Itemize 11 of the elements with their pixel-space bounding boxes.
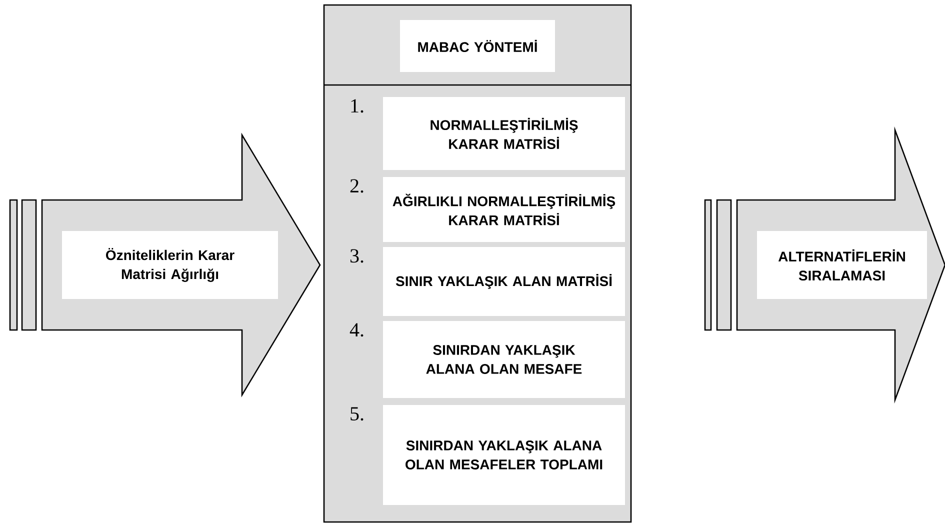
step-box: SINIRDAN YAKLAŞIK ALANA OLAN MESAFE <box>383 321 625 398</box>
step-box: AĞIRLIKLI NORMALLEŞTİRİLMİŞ KARAR MATRİSİ <box>383 177 625 242</box>
step-number: 4. <box>350 323 364 337</box>
step-box: SINIR YAKLAŞIK ALAN MATRİSİ <box>383 247 625 316</box>
step-number: 2. <box>350 179 364 193</box>
step-number: 1. <box>351 99 364 113</box>
step-box: NORMALLEŞTİRİLMİŞ KARAR MATRİSİ <box>383 97 625 170</box>
step-box: SINIRDAN YAKLAŞIK ALANA OLAN MESAFELER TOPLAMI <box>383 405 625 505</box>
title-box: MABAC YÖNTEMİ <box>400 20 555 72</box>
step-number: 5. <box>350 407 364 421</box>
step-number: 3. <box>350 249 364 263</box>
